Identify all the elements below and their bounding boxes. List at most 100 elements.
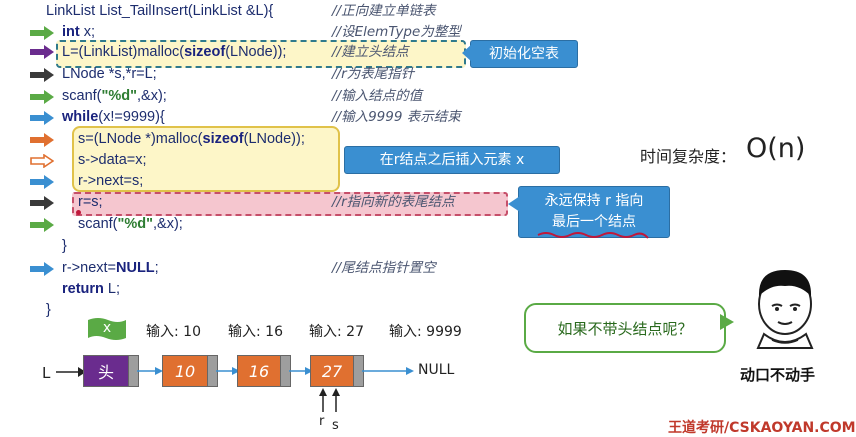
code-text: x; <box>79 24 96 40</box>
callout-pointer <box>508 196 520 212</box>
comment-head-node: //建立头结点 <box>332 44 409 60</box>
code-line-close-func: } <box>46 302 51 318</box>
green-arrow-icon <box>30 218 54 232</box>
complexity-value: O(n) <box>746 133 806 164</box>
green-arrow-icon <box>30 26 54 40</box>
node-next <box>280 356 290 386</box>
null-label: NULL <box>418 362 455 378</box>
comment-new-tail: //r指向新的表尾结点 <box>332 194 455 210</box>
code-line-scanf1: scanf("%d",&x); <box>62 88 167 105</box>
code-line-malloc-node: s=(LNode *)malloc(sizeof(LNode)); <box>78 131 305 148</box>
orange-arrow-icon <box>30 133 54 147</box>
node-next <box>353 356 363 386</box>
blue-arrow-icon <box>30 111 54 125</box>
node-data: 头 <box>84 356 128 386</box>
code-text: L; <box>103 281 121 297</box>
list-node: 10 <box>162 355 218 387</box>
code-line-return: return L; <box>62 281 120 298</box>
watermark: 王道考研/CSKAOYAN.COM <box>668 420 856 436</box>
node-data: 16 <box>238 356 280 386</box>
code-text: (LNode)); <box>243 131 305 147</box>
flag-icon <box>88 318 126 340</box>
keyword-while: while <box>62 109 99 125</box>
code-line-close-while: } <box>62 238 67 254</box>
code-text: (x!=9999){ <box>98 109 165 125</box>
callout-no-head-question: 如果不带头结点呢？ <box>524 303 726 353</box>
r-pointer-label: r <box>319 414 325 429</box>
format-string: "%d" <box>117 216 154 232</box>
comment-tail-pointer: //r为表尾指针 <box>332 66 415 82</box>
comment-elemtype: //设ElemType为整型 <box>332 24 461 40</box>
code-line-malloc-head: L=(LinkList)malloc(sizeof(LNode)); <box>62 44 286 61</box>
callout-insert-after-r: 在r结点之后插入元素 x <box>344 146 560 174</box>
meme-face-icon <box>756 270 814 349</box>
cursor-dot <box>76 210 81 215</box>
keyword-sizeof: sizeof <box>202 131 244 147</box>
comment-null-tail: //尾结点指针置空 <box>332 260 436 276</box>
green-arrow-icon <box>30 90 54 104</box>
flag-label: x <box>102 320 112 336</box>
list-node-head: 头 <box>83 355 139 387</box>
s-pointer-label: s <box>332 418 339 433</box>
blue-arrow-icon <box>30 175 54 189</box>
callout-keep-line2: 最后一个结点 <box>552 214 636 230</box>
code-text: ,&x); <box>153 216 183 232</box>
callout-init-empty-list: 初始化空表 <box>470 40 578 68</box>
code-line-signature: LinkList List_TailInsert(LinkList &L){ <box>46 3 274 19</box>
list-head-label: L <box>42 364 51 382</box>
callout-pointer <box>720 314 734 330</box>
keyword-return: return <box>62 281 104 297</box>
node-data: 10 <box>163 356 207 386</box>
init-highlight-box <box>56 40 466 68</box>
null-arrow-icon <box>362 367 414 375</box>
insert-highlight-box <box>72 126 340 192</box>
code-text: scanf( <box>62 88 102 104</box>
comment-create-list: //正向建立单链表 <box>332 3 436 19</box>
s-pointer-arrow-icon <box>332 388 340 412</box>
list-node-tail: 27 <box>310 355 364 387</box>
dark-arrow-icon <box>30 196 54 210</box>
code-line-pointers: LNode *s,*r=L; <box>62 66 157 82</box>
code-text: s=(LNode *)malloc( <box>78 131 203 147</box>
input-label-2: 输入: 16 <box>228 324 283 340</box>
callout-pointer <box>462 44 472 62</box>
code-line-link-next: r->next=s; <box>78 173 144 189</box>
code-line-null-tail: r->next=NULL; <box>62 260 159 277</box>
input-label-1: 输入: 10 <box>146 324 201 340</box>
code-line-declare: int x; <box>62 24 95 41</box>
callout-keep-line1: 永远保持 r 指向 <box>544 193 644 209</box>
list-node: 16 <box>237 355 291 387</box>
meme-caption: 动口不动手 <box>740 366 816 384</box>
blue-arrow-icon <box>30 262 54 276</box>
code-text: scanf( <box>78 216 118 232</box>
node-next <box>207 356 217 386</box>
orange-outline-arrow-icon <box>30 154 54 168</box>
input-label-3: 输入: 27 <box>309 324 364 340</box>
code-text: L=(LinkList)malloc( <box>62 44 185 60</box>
code-line-set-data: s->data=x; <box>78 152 147 168</box>
node-next <box>128 356 138 386</box>
next-arrow-icon <box>216 367 240 375</box>
keyword-sizeof: sizeof <box>184 44 226 60</box>
next-arrow-icon <box>137 367 163 375</box>
comment-input-value: //输入结点的值 <box>332 88 423 104</box>
code-line-while: while(x!=9999){ <box>62 109 165 126</box>
purple-arrow-icon <box>30 45 54 59</box>
code-line-move-tail: r=s; <box>78 194 103 210</box>
dark-arrow-icon <box>30 68 54 82</box>
red-underline-scribble <box>537 232 649 239</box>
code-text: (LNode)); <box>225 44 287 60</box>
code-text: ,&x); <box>137 88 167 104</box>
keyword-null: NULL <box>116 260 155 276</box>
keyword-int: int <box>62 24 80 40</box>
code-text: ; <box>154 260 159 276</box>
head-pointer-arrow-icon <box>56 367 86 377</box>
comment-end-marker: //输入9999 表示结束 <box>332 109 461 125</box>
code-line-scanf2: scanf("%d",&x); <box>78 216 183 233</box>
tail-update-highlight-box <box>72 192 508 216</box>
next-arrow-icon <box>289 367 313 375</box>
node-data: 27 <box>311 356 353 386</box>
code-text: r->next= <box>62 260 116 276</box>
r-pointer-arrow-icon <box>319 388 327 412</box>
input-label-4: 输入: 9999 <box>389 324 462 340</box>
